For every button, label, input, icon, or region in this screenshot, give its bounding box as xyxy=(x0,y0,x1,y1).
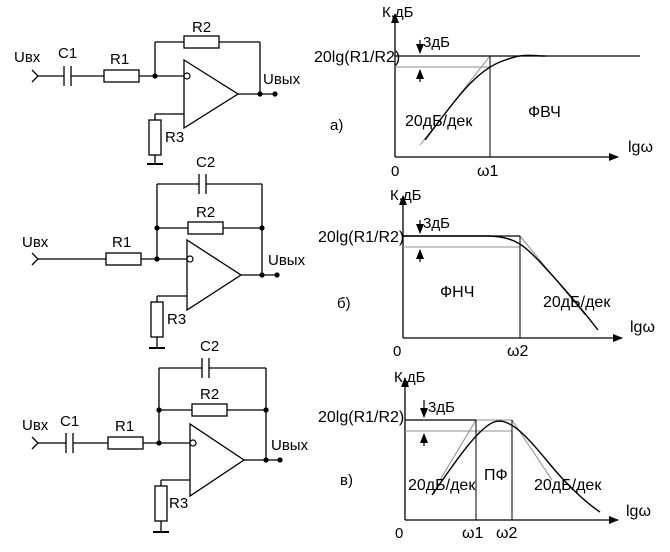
x-axis-label: lgω xyxy=(628,139,653,156)
label-r2: R2 xyxy=(192,19,211,36)
resistor-r2 xyxy=(183,35,220,49)
junction-dot xyxy=(156,440,162,446)
output-terminal xyxy=(272,91,278,97)
label-c2: C2 xyxy=(200,338,219,355)
output-terminal xyxy=(277,457,283,463)
opamp xyxy=(183,58,240,130)
slope-label: 20дБ/дек xyxy=(543,294,611,311)
label-input: Uвх xyxy=(22,234,49,251)
slope-label: 20дБ/дек xyxy=(405,113,473,130)
resistor-r3 xyxy=(154,485,168,522)
x-axis-label: lgω xyxy=(626,503,651,520)
origin-label: 0 xyxy=(393,343,401,360)
y-axis-label: К,дБ xyxy=(394,369,426,386)
opamp xyxy=(189,422,246,498)
level-label: 20lg(R1/R2) xyxy=(318,409,404,426)
figure-letter: б) xyxy=(337,295,351,312)
response-curve xyxy=(403,235,599,331)
figure-letter: а) xyxy=(330,117,343,134)
label-input: Uвх xyxy=(22,417,49,434)
cutoff-high-label: ω2 xyxy=(496,525,517,542)
level-label: 20lg(R1/R2) xyxy=(314,49,400,66)
slope-label-right: 20дБ/дек xyxy=(534,477,602,494)
resistor-r1 xyxy=(103,69,140,83)
resistor-r3 xyxy=(150,301,164,338)
figure-letter: в) xyxy=(340,472,353,489)
x-axis-label: lgω xyxy=(630,319,655,336)
label-output: Uвых xyxy=(271,437,309,454)
label-c2: C2 xyxy=(196,154,215,171)
input-terminal xyxy=(31,252,39,266)
cutoff-low-label: ω1 xyxy=(462,525,483,542)
inverting-input-marker xyxy=(183,72,191,80)
response-curve xyxy=(431,420,601,513)
label-r1: R1 xyxy=(115,418,134,435)
filter-name: ПФ xyxy=(484,467,508,484)
y-axis-label: К,дБ xyxy=(382,4,414,21)
junction-dot xyxy=(259,225,265,231)
label-c1: C1 xyxy=(58,45,77,62)
origin-label: 0 xyxy=(395,525,403,542)
junction-dot xyxy=(152,73,158,79)
resistor-r3 xyxy=(148,119,162,156)
drop-label: 3дБ xyxy=(423,215,450,232)
asymptote-left xyxy=(439,419,477,481)
circuit-hpf xyxy=(31,35,275,165)
level-label: 20lg(R1/R2) xyxy=(318,229,404,246)
label-r3: R3 xyxy=(165,129,184,146)
label-r3: R3 xyxy=(167,311,186,328)
cutoff-label: ω2 xyxy=(507,343,528,360)
junction-dot xyxy=(154,225,160,231)
y-axis-label: К,дБ xyxy=(390,187,422,204)
drop-label: 3дБ xyxy=(423,34,450,51)
inverting-input-marker xyxy=(189,439,197,447)
label-output: Uвых xyxy=(268,252,306,269)
label-c1: C1 xyxy=(60,413,79,430)
junction-dot xyxy=(156,407,162,413)
resistor-r2 xyxy=(191,403,228,417)
circuit-lpf xyxy=(31,174,277,349)
junction-dot xyxy=(263,407,269,413)
label-output: Uвых xyxy=(263,71,301,88)
resistor-r1 xyxy=(105,252,142,266)
circuit-bpf xyxy=(31,358,280,533)
label-input: Uвх xyxy=(14,49,41,66)
label-r3: R3 xyxy=(169,495,188,512)
drop-label: 3дБ xyxy=(428,399,455,416)
input-terminal xyxy=(31,436,39,450)
response-curve xyxy=(424,54,546,141)
graph-bpf: К,дБ 20lg(R1/R2) 3дБ 20дБ/дек 20дБ/дек П… xyxy=(318,369,651,542)
graph-hpf: К,дБ 20lg(R1/R2) 3дБ 20дБ/дек ФВЧ а) 0 ω… xyxy=(314,4,653,180)
filter-name: ФНЧ xyxy=(440,284,474,301)
slope-label-left: 20дБ/дек xyxy=(408,477,476,494)
label-r1: R1 xyxy=(110,51,129,68)
label-r1: R1 xyxy=(112,234,131,251)
graph-lpf: К,дБ 20lg(R1/R2) 3дБ 20дБ/дек ФНЧ б) 0 ω… xyxy=(318,187,655,360)
label-r2: R2 xyxy=(196,204,215,221)
resistor-r1 xyxy=(107,436,144,450)
input-terminal xyxy=(31,69,39,83)
junction-dot xyxy=(259,272,265,278)
inverting-input-marker xyxy=(186,255,194,263)
opamp xyxy=(186,238,243,312)
junction-dot xyxy=(154,256,160,262)
output-terminal xyxy=(274,272,280,278)
resistor-r2 xyxy=(187,221,224,235)
cutoff-label: ω1 xyxy=(477,163,498,180)
junction-dot xyxy=(263,457,269,463)
filter-name: ФВЧ xyxy=(528,104,561,121)
origin-label: 0 xyxy=(391,163,399,180)
label-r2: R2 xyxy=(200,386,219,403)
junction-dot xyxy=(257,91,263,97)
